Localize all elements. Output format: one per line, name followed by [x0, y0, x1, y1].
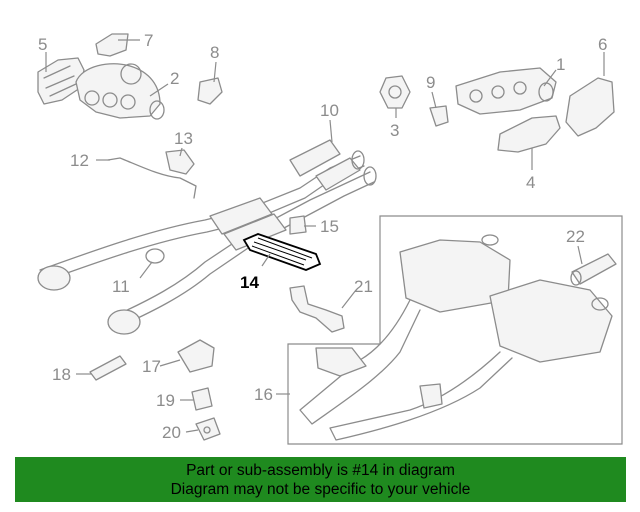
part-3-gasket	[379, 75, 411, 109]
callout-21: 21	[354, 277, 373, 296]
callout-19: 19	[156, 391, 175, 410]
exhaust-system-diagram: 5 7 2 8 3 9 1 6 4 10 12 13 11 14 15 21 2…	[37, 31, 623, 445]
part-12-hanger-rod	[107, 157, 197, 199]
callout-12: 12	[70, 151, 89, 170]
part-20-rubber-hanger	[195, 417, 221, 441]
callout-22: 22	[566, 227, 585, 246]
callout-20: 20	[162, 423, 181, 442]
callout-7: 7	[144, 31, 153, 50]
part-8-bracket	[197, 77, 223, 105]
part-22-tail-pipe	[570, 253, 617, 286]
banner-line-disclaimer: Diagram may not be specific to your vehi…	[170, 481, 471, 498]
callout-2: 2	[170, 69, 179, 88]
callout-16: 16	[254, 385, 273, 404]
callout-17: 17	[142, 357, 161, 376]
callout-4: 4	[526, 173, 535, 192]
callout-1: 1	[556, 55, 565, 74]
notice-banner: Part or sub-assembly is #14 in diagram D…	[15, 457, 626, 502]
callout-14-highlighted: 14	[240, 273, 259, 292]
part-2-exhaust-manifold	[75, 63, 165, 120]
callout-3: 3	[390, 121, 399, 140]
part-16-rear-muffler-box	[287, 215, 623, 445]
part-21-hanger-bracket	[289, 285, 345, 333]
callout-6: 6	[598, 35, 607, 54]
part-4-heat-shield	[497, 115, 561, 153]
callout-13: 13	[174, 129, 193, 148]
callout-labels: 5 7 2 8 3 9 1 6 4 10 12 13 11 14 15 21 2…	[38, 31, 607, 442]
part-11-clamp	[145, 248, 165, 264]
part-15-bracket	[289, 215, 307, 235]
callout-11: 11	[112, 277, 130, 296]
leader-lines	[45, 39, 605, 433]
part-1-exhaust-manifold	[455, 67, 557, 115]
part-7-bracket	[95, 33, 129, 57]
callout-18: 18	[52, 365, 71, 384]
callout-10: 10	[320, 101, 339, 120]
part-19-clip	[191, 387, 213, 411]
part-10-front-pipe-assembly	[37, 139, 377, 335]
banner-line-part: Part or sub-assembly is #14 in diagram	[186, 462, 455, 479]
part-6-heat-shield	[565, 77, 615, 137]
callout-15: 15	[320, 217, 339, 236]
part-14-highlighted-gasket	[242, 233, 322, 271]
part-17-mount	[177, 339, 215, 373]
callout-5: 5	[38, 35, 47, 54]
callout-9: 9	[426, 73, 435, 92]
part-18-strap	[89, 355, 127, 381]
callout-8: 8	[210, 43, 219, 62]
part-9-bracket	[429, 105, 449, 127]
